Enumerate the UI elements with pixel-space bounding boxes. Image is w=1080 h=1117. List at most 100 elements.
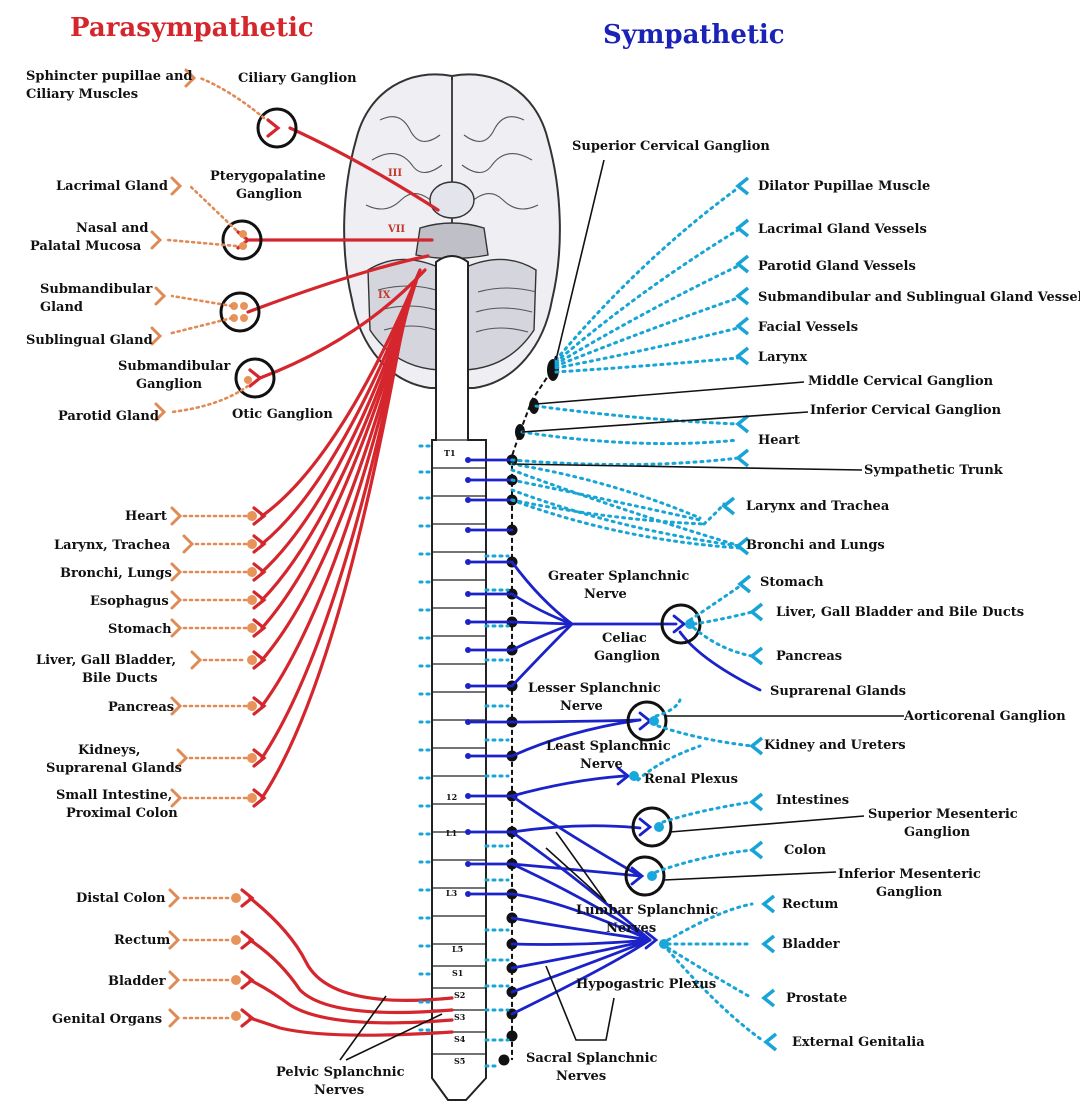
vertebral-segments xyxy=(432,439,486,1055)
label-pterygopalatine: Pterygopalatine xyxy=(210,169,326,184)
vertebra-l1: L1 xyxy=(446,828,457,838)
label-kidney-ureters: Kidney and Ureters xyxy=(764,738,906,753)
label-ciliary-ganglion: Ciliary Ganglion xyxy=(238,71,357,86)
vertebra-s5: S5 xyxy=(454,1056,465,1066)
label-symp-rectum: Rectum xyxy=(782,897,838,912)
label-least-splanchnic-1: Least Splanchnic xyxy=(546,739,671,754)
label-para-bronchi: Bronchi, Lungs xyxy=(60,566,172,581)
label-lesser-splanchnic-2: Nerve xyxy=(560,699,603,714)
label-prostate: Prostate xyxy=(786,991,847,1006)
label-sacral-splanchnic-2: Nerves xyxy=(556,1069,606,1084)
label-parotid-gland: Parotid Gland xyxy=(58,409,159,424)
label-lacrimal-gland-vessels: Lacrimal Gland Vessels xyxy=(758,222,927,237)
label-sympathetic-trunk: Sympathetic Trunk xyxy=(864,463,1004,478)
label-nasal: Nasal and xyxy=(76,221,148,236)
label-submandibular-vessels: Submandibular and Sublingual Gland Vesse… xyxy=(758,290,1080,305)
label-inferior-mesenteric-1: Inferior Mesenteric xyxy=(838,867,981,882)
label-superior-mesenteric-2: Ganglion xyxy=(904,825,971,840)
label-symp-colon: Colon xyxy=(784,843,827,858)
label-symp-larynx: Larynx xyxy=(758,350,807,365)
label-lumbar-splanchnic-2: Nerves xyxy=(606,921,656,936)
label-symp-pancreas: Pancreas xyxy=(776,649,842,664)
title-sympathetic: Sympathetic xyxy=(603,20,785,50)
label-lumbar-splanchnic-1: Lumbar Splanchnic xyxy=(576,903,718,918)
label-pelvic-splanchnic-1: Pelvic Splanchnic xyxy=(276,1065,405,1080)
label-pterygopalatine-ganglion: Ganglion xyxy=(236,187,303,202)
label-sacral-splanchnic-1: Sacral Splanchnic xyxy=(526,1051,658,1066)
vagus-target-icons xyxy=(170,506,203,808)
label-lacrimal-gland: Lacrimal Gland xyxy=(56,179,168,194)
label-para-pancreas: Pancreas xyxy=(108,700,174,715)
label-para-kidneys-1: Kidneys, xyxy=(78,743,140,758)
label-para-liver-2: Bile Ducts xyxy=(82,671,158,686)
label-submandibular-ganglion-1: Submandibular xyxy=(118,359,230,374)
title-parasympathetic: Parasympathetic xyxy=(70,13,314,43)
label-suprarenal-glands: Suprarenal Glands xyxy=(770,684,906,699)
label-para-small-intestine-2: Proximal Colon xyxy=(66,806,178,821)
label-symp-bladder: Bladder xyxy=(782,937,840,952)
label-aorticorenal-ganglion: Aorticorenal Ganglion xyxy=(903,709,1066,724)
label-bronchi-lungs: Bronchi and Lungs xyxy=(746,538,885,553)
cranial-nerve-vii-label: VII xyxy=(387,224,405,235)
label-symp-stomach: Stomach xyxy=(760,575,824,590)
spinal-cord xyxy=(431,255,487,1101)
label-greater-splanchnic-1: Greater Splanchnic xyxy=(548,569,689,584)
label-lesser-splanchnic-1: Lesser Splanchnic xyxy=(528,681,661,696)
label-external-genitalia: External Genitalia xyxy=(792,1035,925,1050)
label-renal-plexus: Renal Plexus xyxy=(644,772,738,787)
cranial-nerve-iii-label: III xyxy=(388,168,402,179)
cranial-nerve-ix-label: IX xyxy=(378,290,391,301)
vertebra-l5: L5 xyxy=(452,944,463,954)
pelvic-splanchnic-pointer xyxy=(339,995,443,1061)
label-submandibular-ganglion-2: Ganglion xyxy=(136,377,203,392)
label-submandibular: Submandibular xyxy=(40,282,152,297)
label-para-small-intestine-1: Small Intestine, xyxy=(56,788,172,803)
sympathetic-head-fibers xyxy=(510,186,742,550)
label-inferior-mesenteric-2: Ganglion xyxy=(876,885,943,900)
label-symp-heart: Heart xyxy=(758,433,800,448)
vagus-nerve-pathways xyxy=(182,268,422,808)
label-larynx-trachea: Larynx and Trachea xyxy=(746,499,890,514)
label-sublingual-gland: Sublingual Gland xyxy=(26,333,153,348)
label-para-liver-1: Liver, Gall Bladder, xyxy=(36,653,176,668)
label-para-genital: Genital Organs xyxy=(52,1012,162,1027)
sympathetic-abdominal-pointers xyxy=(545,715,904,1041)
label-celiac-2: Ganglion xyxy=(594,649,661,664)
label-palatal-mucosa: Palatal Mucosa xyxy=(30,239,142,254)
label-parotid-gland-vessels: Parotid Gland Vessels xyxy=(758,259,916,274)
label-submandibular-gland: Gland xyxy=(40,300,83,315)
label-ciliary-muscles: Ciliary Muscles xyxy=(26,87,138,102)
label-para-larynx: Larynx, Trachea xyxy=(54,538,171,553)
pelvic-splanchnic-pathways xyxy=(182,888,454,1037)
label-para-rectum: Rectum xyxy=(114,933,170,948)
parasympathetic-cranial-pathways xyxy=(166,76,440,414)
vertebra-s3: S3 xyxy=(454,1012,466,1022)
cord-to-trunk-connections xyxy=(465,457,514,897)
label-hypogastric-plexus: Hypogastric Plexus xyxy=(576,977,716,992)
vertebra-l3: L3 xyxy=(446,888,458,898)
vertebra-s2: S2 xyxy=(454,990,465,1000)
label-dilator-pupillae: Dilator Pupillae Muscle xyxy=(758,179,930,194)
vertebra-s1: S1 xyxy=(452,968,463,978)
vertebra-t1: T1 xyxy=(444,448,456,458)
label-para-esophagus: Esophagus xyxy=(90,594,169,609)
label-inferior-cervical-ganglion: Inferior Cervical Ganglion xyxy=(810,403,1002,418)
label-otic-ganglion: Otic Ganglion xyxy=(232,407,333,422)
splanchnic-nerves xyxy=(510,560,762,1016)
label-pelvic-splanchnic-2: Nerves xyxy=(314,1083,364,1098)
label-middle-cervical-ganglion: Middle Cervical Ganglion xyxy=(808,374,994,389)
label-para-distal-colon: Distal Colon xyxy=(76,891,166,906)
sympathetic-abdominal-fibers xyxy=(636,584,764,1042)
sympathetic-head-target-icons xyxy=(721,176,750,556)
pelvic-target-icons xyxy=(168,888,181,1028)
label-para-heart: Heart xyxy=(125,509,167,524)
label-celiac-1: Celiac xyxy=(602,631,647,646)
label-superior-mesenteric-1: Superior Mesenteric xyxy=(868,807,1018,822)
parasympathetic-cranial-target-icons xyxy=(150,68,197,422)
segmental-dotted-fibers xyxy=(418,444,510,1068)
label-facial-vessels: Facial Vessels xyxy=(758,320,858,335)
label-para-kidneys-2: Suprarenal Glands xyxy=(46,761,182,776)
sympathetic-cervical-pointers xyxy=(511,159,863,471)
label-sphincter-pupillae: Sphincter pupillae and xyxy=(26,69,193,84)
